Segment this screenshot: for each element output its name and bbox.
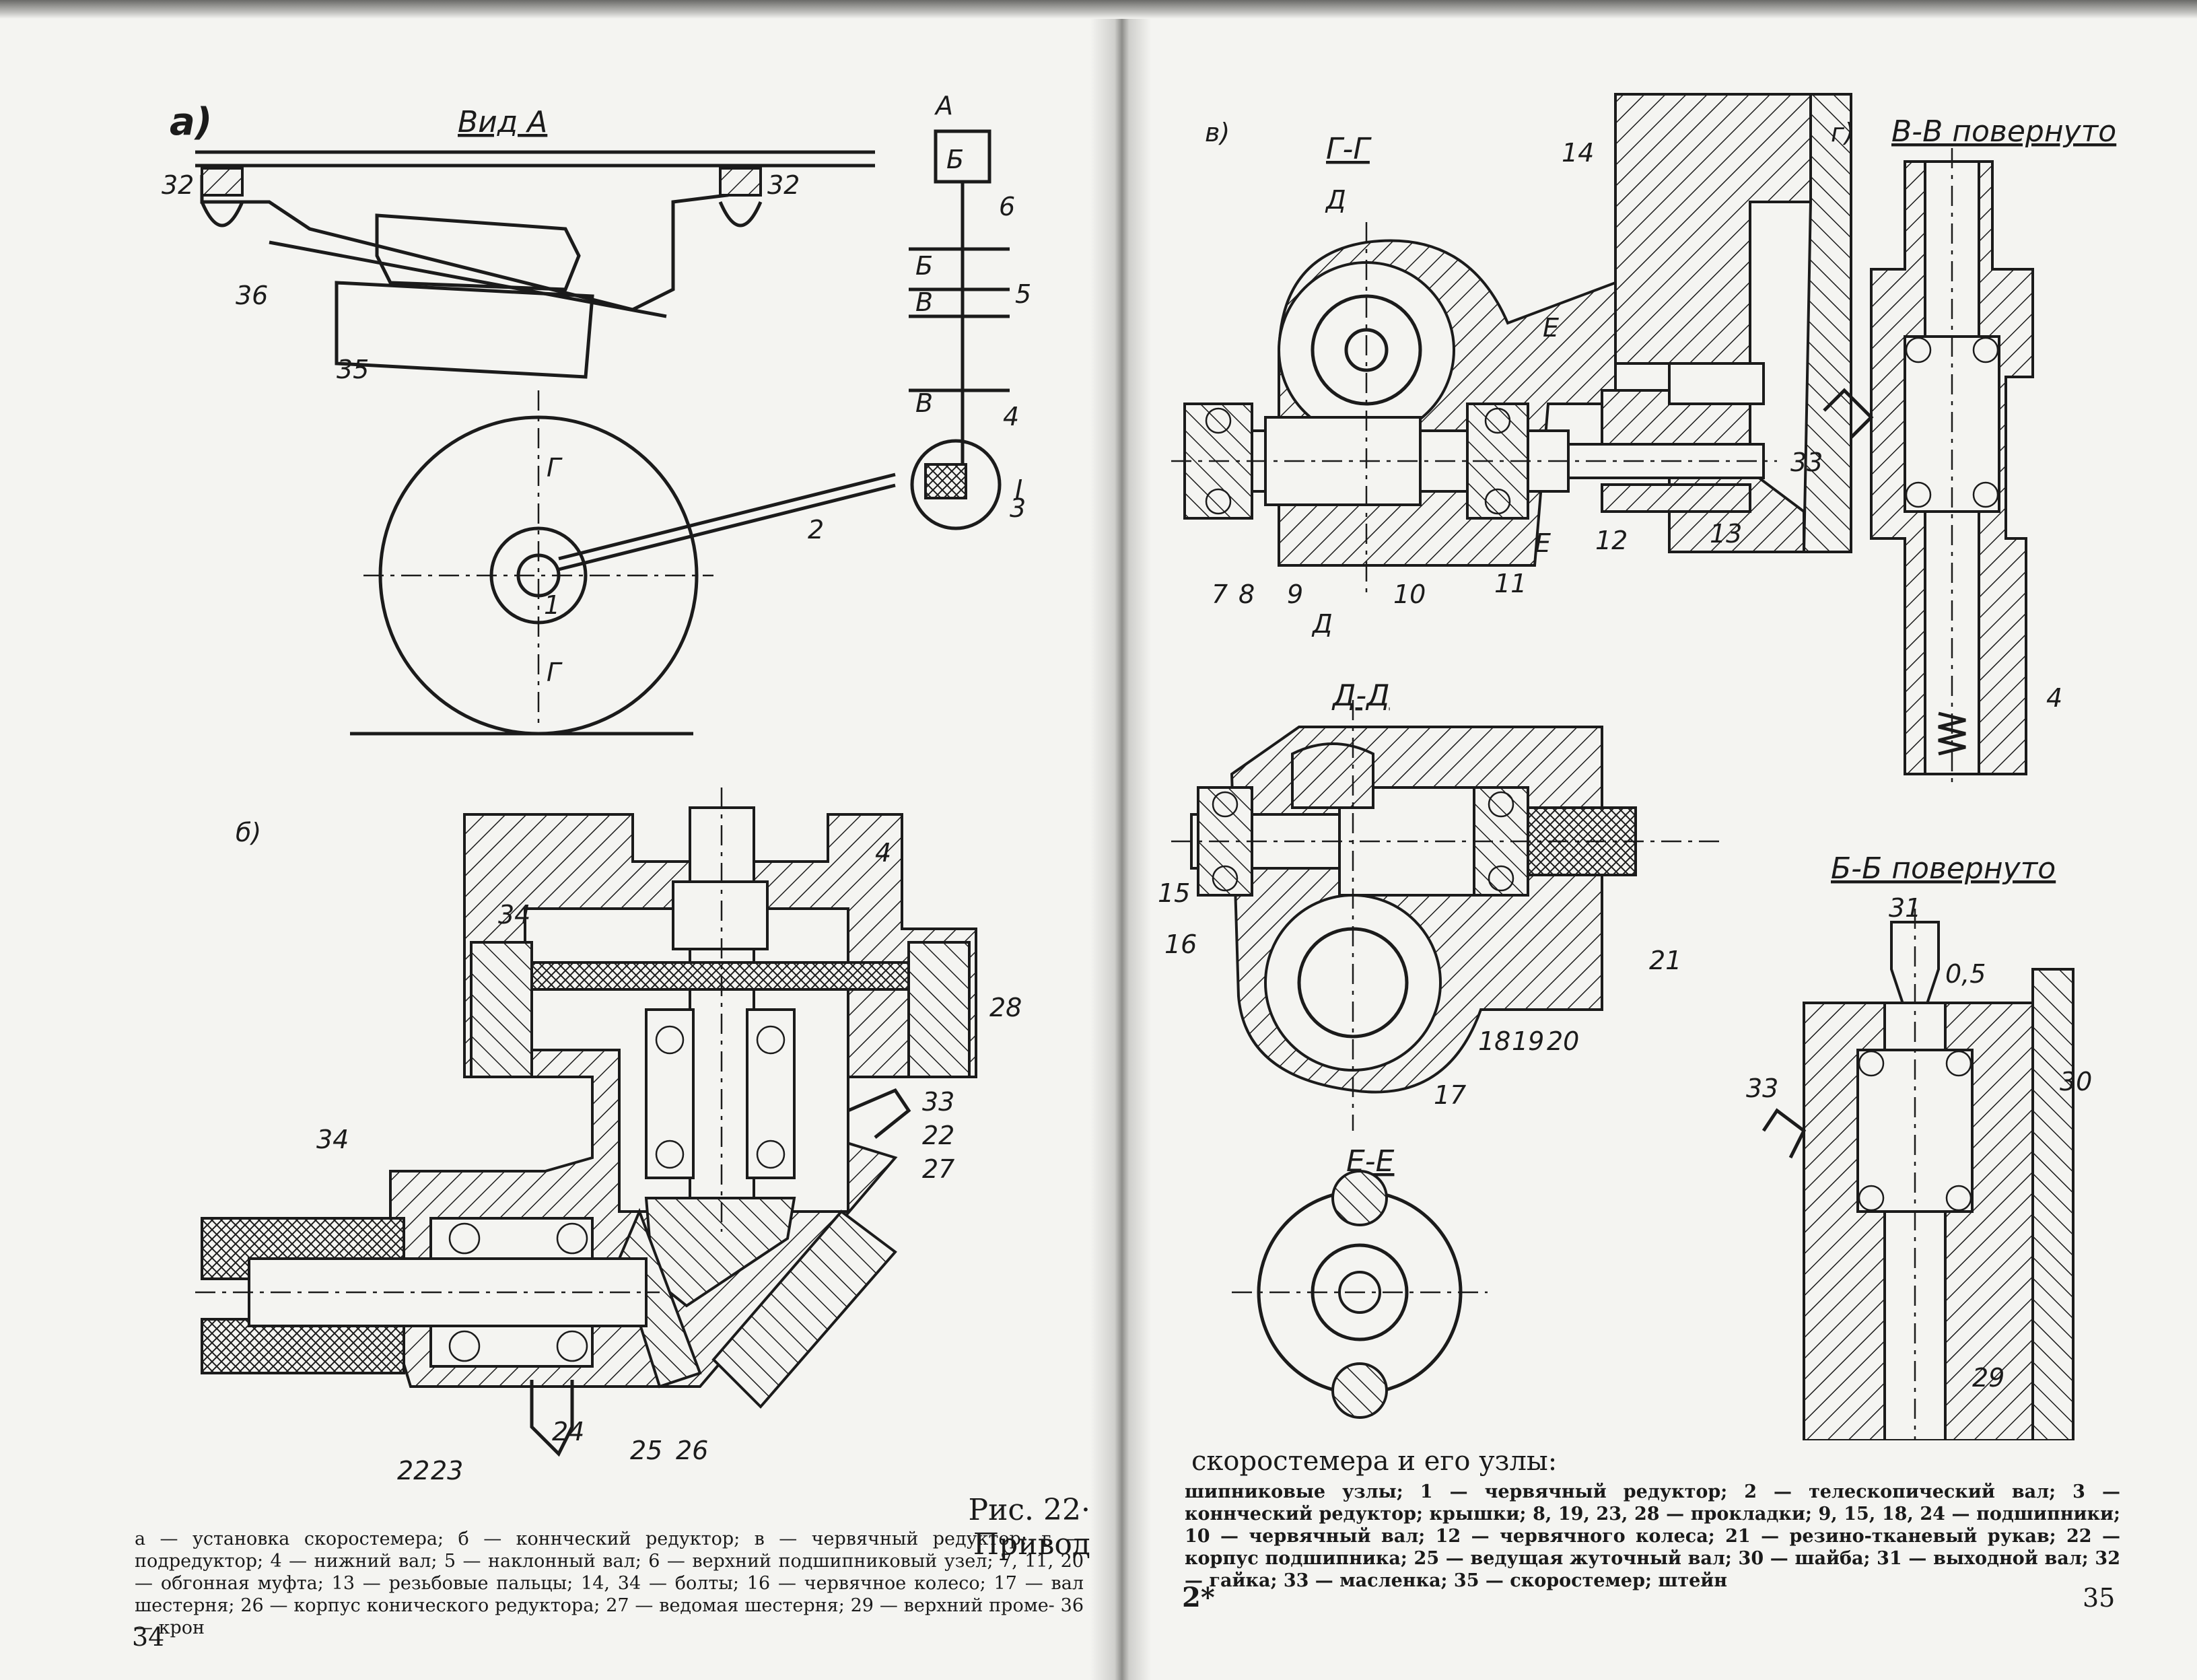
label-g-33-top: 33 xyxy=(1790,448,1823,477)
label-6: 6 xyxy=(999,192,1015,221)
label-v-E-bottom: Е xyxy=(1535,528,1551,558)
label-V-1: В xyxy=(915,287,933,317)
book-gutter xyxy=(1090,0,1151,1680)
label-b-24: 24 xyxy=(552,1417,584,1446)
panel-label-v: в) xyxy=(1205,118,1230,147)
label-v-20: 20 xyxy=(1547,1026,1579,1056)
label-5: 5 xyxy=(1015,279,1031,309)
figure-title: Рис. 22· Привод xyxy=(968,1493,1090,1562)
label-32-left: 32 xyxy=(162,170,194,200)
signature-mark: 2* xyxy=(1182,1582,1215,1613)
figure-left: а) Вид А xyxy=(162,91,1031,1485)
label-v-12: 12 xyxy=(1595,526,1628,555)
label-v-E-top: Е xyxy=(1543,313,1559,343)
label-v-19: 19 xyxy=(1512,1026,1544,1056)
label-b-27: 27 xyxy=(922,1154,954,1184)
label-v-7: 7 xyxy=(1212,580,1228,609)
figure-caption-left: а — установка скоростемера; б — коннческ… xyxy=(135,1529,1084,1638)
label-B-1: Б xyxy=(946,145,964,174)
section-title-b-b: Б-Б повернуто xyxy=(1831,851,2056,886)
page-number-left: 34 xyxy=(132,1622,165,1652)
view-g: г) В-В повернуто 33 4 Б-Б повернуто xyxy=(1746,114,2116,1440)
label-2: 2 xyxy=(808,515,824,545)
page-number-right: 35 xyxy=(2083,1583,2116,1613)
label-v-D-top: Д xyxy=(1325,185,1346,215)
label-v-17: 17 xyxy=(1434,1080,1466,1110)
figure-caption-right: шипниковые узлы; 1 — червячный редуктор;… xyxy=(1185,1481,2120,1591)
label-v-18: 18 xyxy=(1478,1026,1510,1056)
label-g-0-5: 0,5 xyxy=(1945,959,1986,989)
figure-caption-heading-right: скоростемера и его узлы: xyxy=(1191,1446,1558,1477)
label-v-15: 15 xyxy=(1158,878,1190,908)
wheel xyxy=(378,415,699,736)
label-b-4: 4 xyxy=(875,838,891,868)
speedometer-35 xyxy=(375,213,581,291)
label-v-10: 10 xyxy=(1393,580,1426,609)
label-35: 35 xyxy=(337,355,369,384)
label-v-14: 14 xyxy=(1562,138,1594,168)
label-G-top: Г xyxy=(547,453,563,483)
label-4: 4 xyxy=(1003,402,1019,431)
label-b-25: 25 xyxy=(630,1436,662,1465)
section-title-v-v: В-В повернуто xyxy=(1891,114,2116,149)
panel-label-a: а) xyxy=(170,100,212,144)
label-3: 3 xyxy=(1010,493,1026,523)
label-g-31: 31 xyxy=(1889,893,1921,923)
label-v-9: 9 xyxy=(1287,580,1303,609)
label-G-bottom: Г xyxy=(547,658,563,687)
label-g-30: 30 xyxy=(2060,1067,2092,1096)
label-b-26: 26 xyxy=(676,1436,708,1465)
label-b-34-top: 34 xyxy=(498,900,530,930)
label-32-right: 32 xyxy=(767,170,800,200)
panel-label-b: б) xyxy=(236,818,261,847)
label-g-4: 4 xyxy=(2046,683,2062,713)
view-v: в) Г-Г 14 Д Д xyxy=(1158,93,1852,1419)
label-b-22-right: 22 xyxy=(922,1121,954,1150)
label-v-11: 11 xyxy=(1494,569,1527,598)
section-title-g-g: Г-Г xyxy=(1326,132,1372,166)
scan-top-edge xyxy=(0,0,2197,19)
label-V-2: В xyxy=(915,388,933,418)
label-1: 1 xyxy=(544,590,560,620)
section-title-d-d: Д-Д xyxy=(1331,678,1390,713)
label-g-29: 29 xyxy=(1972,1363,2004,1393)
label-I: I xyxy=(1015,475,1022,504)
figure-right: в) Г-Г 14 Д Д xyxy=(1158,93,2116,1440)
view-a: а) Вид А xyxy=(162,91,1031,736)
label-v-21: 21 xyxy=(1649,946,1681,975)
label-b-22: 22 xyxy=(397,1456,429,1485)
label-b-23: 23 xyxy=(431,1456,463,1485)
view-b: б) xyxy=(195,788,1022,1485)
section-title-vid-a: Вид А xyxy=(458,105,547,139)
label-36: 36 xyxy=(236,281,268,310)
label-v-13: 13 xyxy=(1710,519,1742,549)
label-b-34-bottom: 34 xyxy=(316,1125,349,1154)
label-A: А xyxy=(934,91,953,120)
label-b-33: 33 xyxy=(922,1087,954,1117)
label-v-D-bottom: Д xyxy=(1311,609,1333,639)
label-B-2: Б xyxy=(915,251,933,281)
label-g-33-bottom: 33 xyxy=(1746,1074,1778,1103)
label-v-8: 8 xyxy=(1239,580,1255,609)
panel-label-g: г) xyxy=(1831,118,1854,147)
label-b-28: 28 xyxy=(989,993,1022,1022)
label-v-16: 16 xyxy=(1164,930,1197,959)
